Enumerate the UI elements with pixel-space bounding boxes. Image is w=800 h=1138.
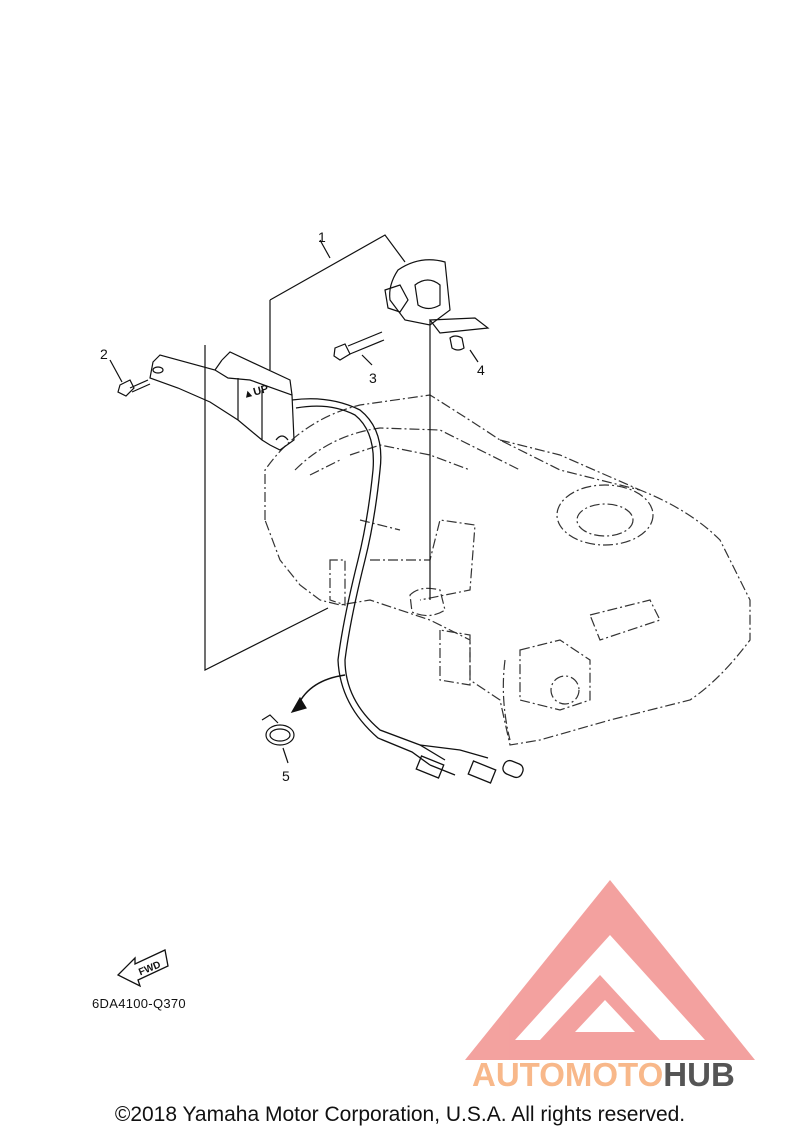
watermark-part1: AUTOMOTO — [472, 1056, 664, 1093]
reference-lines — [204, 234, 431, 671]
wire-harness — [291, 398, 524, 784]
bolt-3 — [333, 331, 385, 366]
logo-triangle-icon — [465, 880, 755, 1060]
clamp-5 — [261, 714, 295, 764]
watermark-wordmark: AUTOMOTOHUB — [472, 1058, 735, 1091]
callout-2: 2 — [100, 346, 108, 362]
engine-block-outline — [264, 394, 751, 746]
bolt-2 — [109, 359, 151, 397]
callout-1: 1 — [318, 229, 326, 245]
switch-bracket — [149, 351, 295, 451]
part-4 — [428, 317, 490, 363]
callout-3: 3 — [369, 370, 377, 386]
watermark-part2: HUB — [663, 1056, 735, 1093]
part-code: 6DA4100-Q370 — [92, 996, 186, 1011]
switch-part-1 — [384, 259, 451, 326]
callout-5: 5 — [282, 768, 290, 784]
switch-up-label: ▲UP — [242, 383, 270, 401]
assembly-arrow — [290, 674, 346, 713]
fwd-arrow-icon — [116, 949, 169, 988]
copyright-notice: ©2018 Yamaha Motor Corporation, U.S.A. A… — [114, 1103, 686, 1126]
callout-4: 4 — [477, 362, 485, 378]
